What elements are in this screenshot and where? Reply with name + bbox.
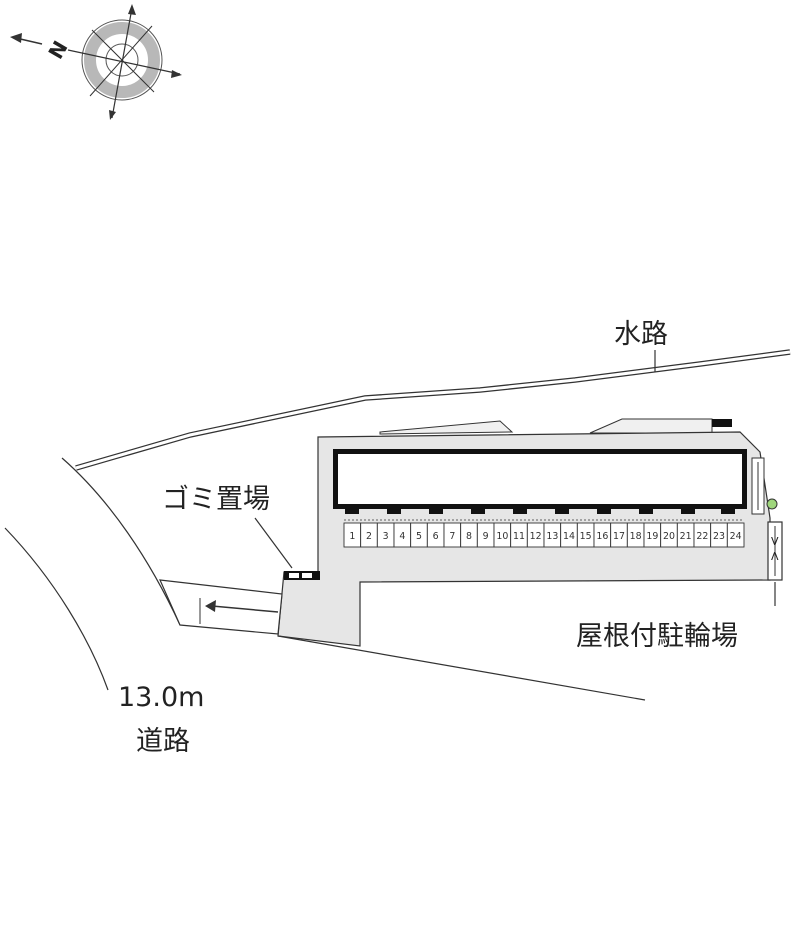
road-width-label: 13.0m [118, 682, 204, 713]
parking-space-number: 10 [496, 531, 508, 542]
waterway-label: 水路 [614, 319, 668, 350]
parking-space-number: 21 [680, 531, 692, 542]
parking-space-number: 17 [613, 531, 625, 542]
parking-space-number: 5 [416, 531, 422, 542]
parking-space-number: 20 [663, 531, 675, 542]
compass-rose-icon: N [10, 4, 182, 120]
parking-space-number: 4 [399, 531, 405, 542]
svg-text:V: V [771, 535, 779, 548]
parking-space-number: 19 [646, 531, 658, 542]
parking-space-number: 2 [366, 531, 372, 542]
parking-space-number: 15 [580, 531, 592, 542]
parking-space-number: 24 [730, 531, 742, 542]
road-edges [4, 457, 181, 691]
parking-space-number: 8 [466, 531, 472, 542]
parking-space-number: 11 [513, 531, 525, 542]
garbage-area [254, 517, 320, 580]
parking-space [726, 522, 745, 548]
apartment-building [333, 449, 747, 514]
bicycle-parking-shelter: V Λ [767, 521, 783, 606]
entrance-driveway [159, 579, 283, 635]
parking-space-number: 23 [713, 531, 725, 542]
parking-space-number: 18 [630, 531, 642, 542]
parking-space-number: 3 [383, 531, 389, 542]
tree-icon [766, 498, 778, 510]
planting-strips [379, 418, 732, 435]
parking-space-number: 12 [530, 531, 542, 542]
north-letter: N [43, 37, 72, 64]
parking-space-number: 13 [546, 531, 558, 542]
parking-space-number: 14 [563, 531, 575, 542]
parking-space-number: 1 [349, 531, 355, 542]
bicycle-parking-label: 屋根付駐輪場 [576, 621, 738, 652]
parking-space-number: 22 [696, 531, 708, 542]
waterway [75, 349, 791, 471]
parking-space-number: 6 [433, 531, 439, 542]
road-boundary [277, 635, 646, 701]
garbage-area-label: ゴミ置場 [162, 484, 270, 515]
parking-space-number: 7 [449, 531, 455, 542]
parking-space-number: 9 [483, 531, 489, 542]
side-walkway [751, 457, 778, 515]
svg-text:Λ: Λ [771, 550, 779, 563]
road-label: 道路 [136, 726, 190, 757]
parking-space-number: 16 [596, 531, 608, 542]
